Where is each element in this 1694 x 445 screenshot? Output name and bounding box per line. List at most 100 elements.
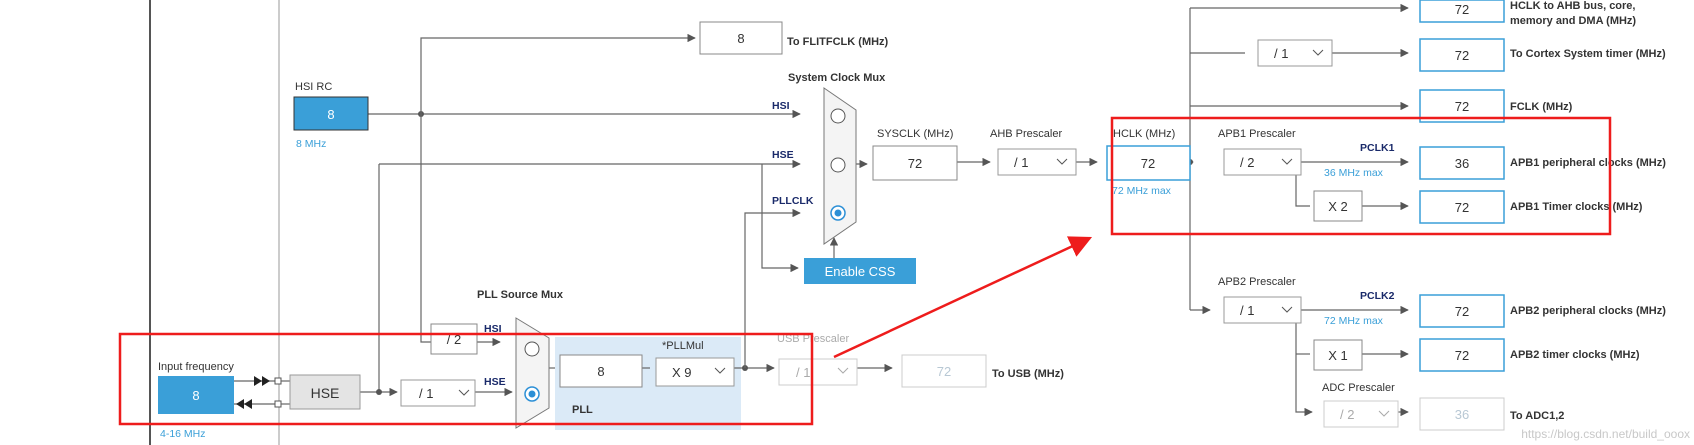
ahb-prescaler-title: AHB Prescaler: [990, 128, 1062, 140]
cortex-div-value: / 1: [1274, 46, 1288, 61]
red-arrow: [833, 236, 1093, 359]
hclk-value: 72: [1141, 156, 1155, 171]
apb2-timer-mult: X 1: [1328, 348, 1348, 363]
sysclk-value: 72: [908, 156, 922, 171]
apb1-max: 36 MHz max: [1324, 167, 1384, 179]
usb-output-value: 72: [937, 364, 951, 379]
apb1-periph-label: APB1 peripheral clocks (MHz): [1510, 157, 1666, 169]
usb-label: To USB (MHz): [992, 368, 1064, 380]
input-frequency-range: 4-16 MHz: [160, 428, 206, 440]
chevron-down-icon: [1281, 306, 1293, 313]
pll-mul-value: X 9: [672, 365, 692, 380]
input-frequency-value: 8: [192, 388, 199, 403]
apb1-timer-label: APB1 Timer clocks (MHz): [1510, 201, 1643, 213]
sysclk-box: [872, 145, 958, 181]
adc-output-value: 36: [1455, 407, 1469, 422]
apb1-timer-value-box[interactable]: [1419, 190, 1505, 224]
pll-mux-hsi-radio[interactable]: [524, 341, 540, 357]
hclk-max: 72 MHz max: [1112, 185, 1172, 197]
chevron-down-icon: [1378, 410, 1390, 417]
chevron-down-icon: [1056, 158, 1068, 165]
sys-mux-hse-radio[interactable]: [830, 157, 846, 173]
pll-source-mux: [515, 317, 550, 429]
fclk-value-box[interactable]: [1419, 89, 1505, 123]
adc-prescaler-value: / 2: [1340, 407, 1354, 422]
hsi-rc-title: HSI RC: [295, 81, 332, 93]
pll-mul-select[interactable]: [655, 357, 735, 387]
usb-prescaler-select[interactable]: [778, 358, 858, 386]
enable-css-button[interactable]: [804, 258, 916, 284]
apb2-prescaler-select[interactable]: [1223, 296, 1302, 324]
usb-prescaler-value: / 1: [796, 365, 810, 380]
apb2-timer-mult-box: [1313, 339, 1363, 371]
apb1-periph-value: 36: [1455, 156, 1469, 171]
sys-mux-hse-label: HSE: [772, 149, 794, 161]
sys-mux-hsi-radio[interactable]: [830, 108, 846, 124]
chevron-down-icon: [458, 389, 470, 396]
pclk2-label: PCLK2: [1360, 290, 1395, 302]
fclk-label: FCLK (MHz): [1510, 101, 1573, 113]
chevron-down-icon: [1312, 49, 1324, 56]
chevron-down-icon: [837, 367, 849, 374]
sysclk-title: SYSCLK (MHz): [877, 128, 953, 140]
hclk-input[interactable]: [1106, 145, 1191, 181]
apb2-timer-label: APB2 timer clocks (MHz): [1510, 349, 1640, 361]
hclk-title: HCLK (MHz): [1113, 128, 1175, 140]
adc-prescaler-select[interactable]: [1323, 400, 1399, 428]
pclk1-label: PCLK1: [1360, 142, 1395, 154]
usb-output-box: [901, 354, 987, 388]
flitf-label: To FLITFCLK (MHz): [787, 36, 889, 48]
hsi-div2-box: [430, 323, 478, 355]
pll-mul-title: *PLLMul: [662, 340, 704, 352]
input-frequency-label: Input frequency: [158, 361, 234, 373]
hsi-div2-value: / 2: [447, 332, 461, 347]
pll-mux-hse-selected-dot: [528, 390, 536, 398]
ahb-prescaler-value: / 1: [1014, 155, 1028, 170]
cortex-value-box[interactable]: [1419, 38, 1505, 72]
adc-prescaler-title: ADC Prescaler: [1322, 382, 1395, 394]
cortex-div-select[interactable]: [1257, 39, 1333, 67]
apb2-periph-label: APB2 peripheral clocks (MHz): [1510, 305, 1666, 317]
apb1-timer-value: 72: [1455, 200, 1469, 215]
apb1-timer-mult: X 2: [1328, 199, 1348, 214]
adc-label: To ADC1,2: [1510, 410, 1564, 422]
hclk-ahb-value: 72: [1455, 2, 1469, 17]
fclk-value: 72: [1455, 99, 1469, 114]
hclk-ahb-label-line2: memory and DMA (MHz): [1510, 15, 1636, 27]
chevron-down-icon: [714, 367, 726, 374]
apb2-max: 72 MHz max: [1324, 315, 1384, 327]
apb2-timer-value-box[interactable]: [1419, 338, 1505, 372]
apb2-periph-value: 72: [1455, 304, 1469, 319]
system-clock-mux-title: System Clock Mux: [788, 72, 886, 84]
apb1-prescaler-select[interactable]: [1223, 148, 1302, 176]
flitf-value: 8: [737, 31, 744, 46]
input-frequency-field[interactable]: [158, 376, 234, 414]
enable-css-label: Enable CSS: [825, 264, 896, 279]
wires: [233, 3, 1409, 417]
hclk-ahb-value-box[interactable]: [1419, 0, 1505, 23]
ahb-prescaler-select[interactable]: [997, 148, 1077, 176]
pll-source-mux-title: PLL Source Mux: [477, 289, 564, 301]
apb2-prescaler-title: APB2 Prescaler: [1218, 276, 1296, 288]
hse-prediv-select[interactable]: [400, 379, 476, 407]
hse-block: [289, 374, 361, 410]
apb2-periph-value-box[interactable]: [1419, 294, 1505, 328]
flitf-value-box: [699, 21, 783, 55]
adc-output-box: [1419, 397, 1505, 431]
hsi-frequency: 8 MHz: [296, 138, 326, 150]
highlight-box-input: [118, 332, 814, 426]
hclk-ahb-label: HCLK to AHB bus, core,: [1510, 0, 1636, 12]
apb1-periph-value-box[interactable]: [1419, 146, 1505, 180]
pll-mux-hse-label: HSE: [484, 376, 506, 388]
sys-mux-pllclk-selected-dot: [834, 209, 842, 217]
apb1-prescaler-title: APB1 Prescaler: [1218, 128, 1296, 140]
sys-mux-hsi-label: HSI: [772, 100, 790, 112]
cortex-label: To Cortex System timer (MHz): [1510, 48, 1666, 60]
cortex-value: 72: [1455, 48, 1469, 63]
hsi-rc-box: [293, 96, 369, 131]
watermark: https://blog.csdn.net/build_ooox: [1521, 427, 1690, 441]
chevron-down-icon: [1281, 158, 1293, 165]
highlight-box-apb1: [1110, 116, 1612, 236]
pll-input-value: 8: [597, 364, 604, 379]
